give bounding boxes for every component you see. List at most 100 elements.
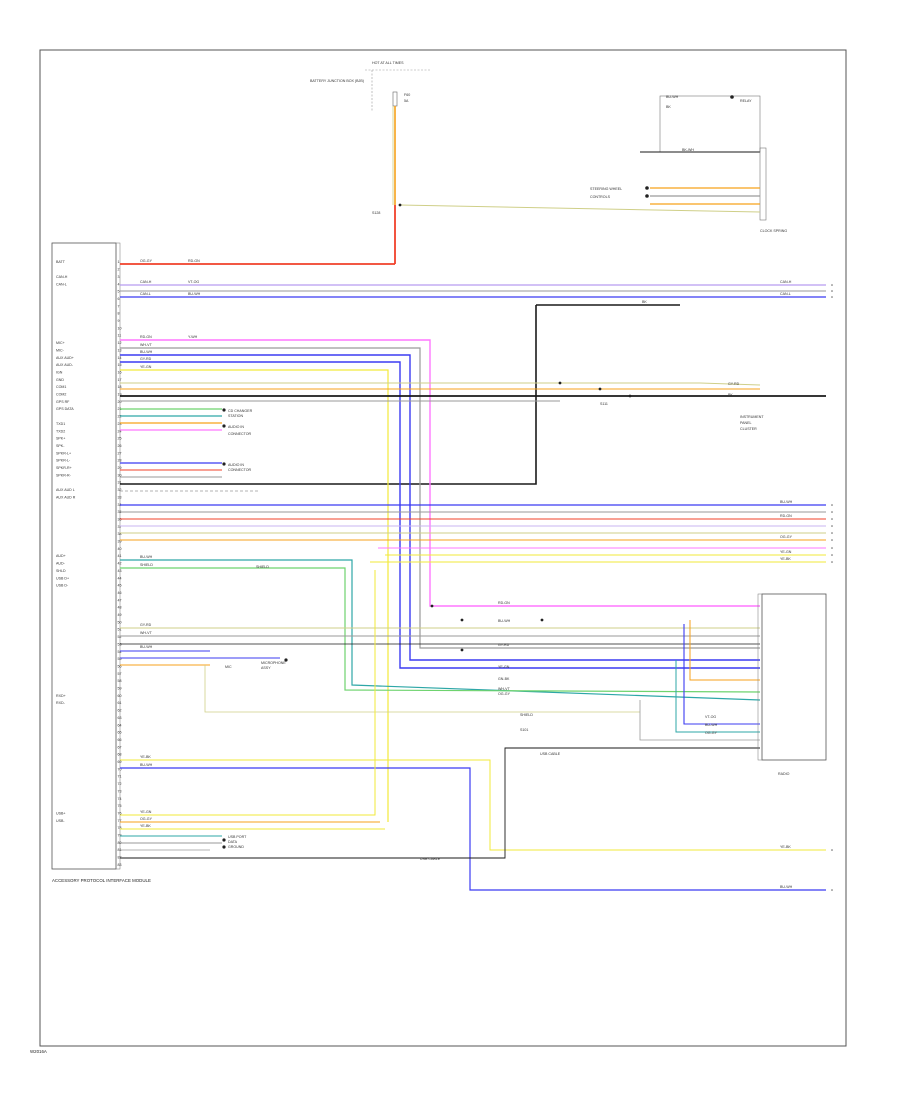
apim-pin-label: SHLD [56,569,66,573]
apim-pin-label: SPKR-R- [56,473,72,477]
wire-label: SHIELD [140,563,153,567]
fuse-label: F60 [404,93,410,97]
svg-text:USB CABLE: USB CABLE [540,752,561,756]
apim-pin-number: 75 [118,804,122,808]
wire-label: BU-WH [140,645,153,649]
apim-pin-number: 35 [118,510,122,514]
apim-pin-number: 8 [118,312,120,316]
apim-pin-number: 55 [118,657,122,661]
wire [204,665,640,713]
wire-label: BU-WH [188,292,201,296]
wire-label: YE-GN [140,365,152,369]
apim-pin-number: 44 [118,576,122,580]
apim-pin-label: BATT [56,260,66,264]
apim-pin-number: 53 [118,642,122,646]
apim-pin-number: 63 [118,716,122,720]
wire-label: WH-VT [140,343,153,347]
svg-text:AUDIO IN: AUDIO IN [228,425,244,429]
wire [120,567,761,693]
apim-pin-number: 52 [118,635,122,639]
svg-text:PANEL: PANEL [740,421,752,425]
apim-pin-label: AUX AUD+ [56,356,74,360]
splice-tag: S128 [372,211,380,215]
apim-pin-label: SPK- [56,444,65,448]
svg-text:INSTRUMENT: INSTRUMENT [740,415,764,419]
radio-module: RADIO [757,593,827,776]
apim-pin-number: 33 [118,495,122,499]
apim-pin-label: COM1 [56,385,66,389]
apim-pin-number: 31 [118,481,122,485]
apim-pin-label: USB- [56,819,65,823]
splice-dot [598,387,602,391]
wire-label: VT-OG [705,715,716,719]
apim-pin-number: 70 [118,767,122,771]
wire-label: YE-GN [140,810,152,814]
wire [675,660,760,733]
apim-pin-label: AUD+ [56,554,66,558]
apim-pin-number: 68 [118,753,122,757]
apim-pin-number: 69 [118,760,122,764]
wire-label: GY-RD [140,623,152,627]
apim-pin-number: 5 [118,290,120,294]
wire [639,700,760,741]
svg-text:CD CHANGER: CD CHANGER [228,409,253,413]
svg-text:CLUSTER: CLUSTER [740,427,757,431]
apim-pin-number: 64 [118,723,122,727]
apim-pin-number: 45 [118,584,122,588]
apim-pin-number: 6 [118,297,120,301]
wire [120,347,760,649]
wire-label: BU-WH [140,763,153,767]
apim-pin-number: 78 [118,826,122,830]
apim-pin-label: GND [56,378,64,382]
svg-text:GROUND: GROUND [228,845,244,849]
wire-label: VT-OG [188,280,199,284]
apim-pin-number: 59 [118,687,122,691]
wire-label: RD-GN [498,601,510,605]
apim-pin-number: 13 [118,348,122,352]
wire-label: BU-WH [498,619,511,623]
apim-pin-label: USB D- [56,584,69,588]
wire [120,759,826,851]
wire-label: BU-WH [780,500,793,504]
apim-pin-number: 20 [118,400,122,404]
edge-marker [831,554,833,556]
apim-pin-number: 62 [118,709,122,713]
apim-pin-label: CAN-H [56,275,68,279]
svg-text:BU-WH: BU-WH [666,95,679,99]
wire [120,354,760,661]
edge-marker [831,290,833,292]
wire-label: OG-GY [705,731,718,735]
apim-pin-number: 39 [118,540,122,544]
apim-pin-number: 32 [118,488,122,492]
clock-spring: BU-WH RELAY BK BK-WH STEERING WHEEL CONT… [399,95,787,233]
edge-marker [831,532,833,534]
apim-pin-number: 60 [118,694,122,698]
apim-pin-number: 46 [118,591,122,595]
svg-text:DATA: DATA [228,840,238,844]
apim-pin-number: 10 [118,326,122,330]
wire-label: BK [642,300,647,304]
apim-pin-label: SPKR-L+ [56,451,71,455]
apim-pin-number: 30 [118,473,122,477]
apim-title: ACCESSORY PROTOCOL INTERFACE MODULE [52,878,151,883]
apim-pin-number: 76 [118,811,122,815]
apim-pin-number: 66 [118,738,122,742]
apim-pin-number: 79 [118,834,122,838]
apim-pin-number: 22 [118,415,122,419]
wire-label: BU-WH [705,723,718,727]
svg-text:USB PORT: USB PORT [228,835,247,839]
apim-pin-number: 80 [118,841,122,845]
wire-label: CAN-L [780,292,791,296]
wire [120,382,761,386]
wire-label: RD-GN [188,259,200,263]
splice-dot [460,648,464,652]
edge-marker [831,504,833,506]
apim-pin-number: 61 [118,701,122,705]
apim-pin-number: 83 [118,863,122,867]
wire-label: OG-GY [140,817,153,821]
svg-text:RELAY: RELAY [740,99,752,103]
apim-pin-label: GPS DATA [56,407,74,411]
apim-pin-number: 71 [118,775,122,779]
apim-pin-number: 51 [118,628,122,632]
apim-pin-label: MIC- [56,348,65,352]
